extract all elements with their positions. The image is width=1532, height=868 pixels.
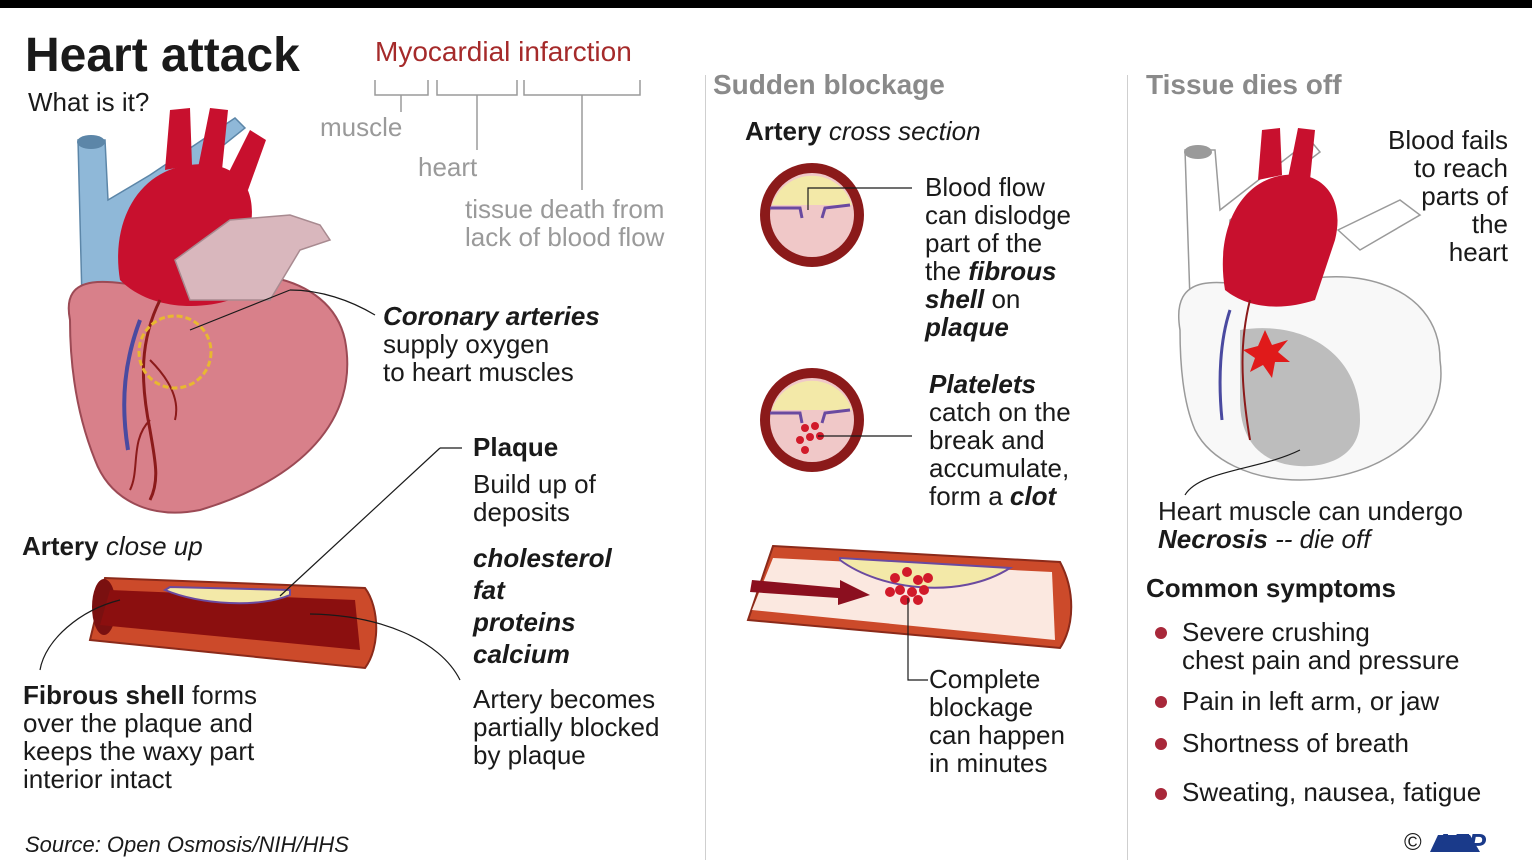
necrosis-bold: Necrosis: [1158, 524, 1268, 554]
dislodge-line5-em: shell: [925, 284, 985, 314]
divider-left: [705, 75, 706, 860]
etymology-muscle: muscle: [320, 112, 403, 142]
symptom-3: Shortness of breath: [1182, 728, 1409, 758]
etymology-heart: heart: [418, 152, 478, 182]
fibrous-rest: forms: [184, 680, 258, 710]
fibrous-line3: keeps the waxy part: [23, 736, 255, 766]
plaque-line2: deposits: [473, 497, 570, 527]
dislodge-line2: can dislodge: [925, 200, 1071, 230]
coronary-line3: to heart muscles: [383, 357, 574, 387]
complete-line4: in minutes: [929, 748, 1048, 778]
necrosis-line2: Necrosis -- die off: [1158, 525, 1370, 553]
deposit-fat: fat: [473, 575, 505, 605]
platelets-line3: break and: [929, 425, 1045, 455]
top-bar: [0, 0, 1532, 8]
platelets-line4: accumulate,: [929, 453, 1070, 483]
deposit-calcium: calcium: [473, 639, 570, 669]
cross-section-top: [760, 163, 912, 267]
artery-closeup-bold: Artery: [22, 531, 99, 561]
etymology-death-line1: tissue death from: [465, 194, 665, 224]
dislodge-line3: part of the: [925, 228, 1043, 258]
blocked-line1: Artery becomes: [473, 684, 656, 714]
fibrous-line1: Fibrous shell forms: [23, 681, 257, 709]
plaque-heading: Plaque: [473, 432, 559, 462]
symptoms-title: Common symptoms: [1146, 573, 1396, 603]
platelets-line1: Platelets: [929, 369, 1036, 399]
platelets-line2: catch on the: [929, 397, 1071, 427]
middle-title: Sudden blockage: [713, 69, 945, 100]
deposit-cholesterol: cholesterol: [473, 543, 612, 573]
blocked-line3: by plaque: [473, 740, 586, 770]
necrosis-heart-illustration: [1177, 128, 1442, 496]
copyright-symbol: ©: [1404, 829, 1422, 856]
fails-line5: heart: [1448, 237, 1508, 267]
artery-closeup-label: Artery close up: [22, 532, 203, 560]
dislodge-line4-pre: the: [925, 256, 969, 286]
complete-line3: can happen: [929, 720, 1065, 750]
necrosis-rest: -- die off: [1267, 524, 1371, 554]
blocked-artery-tube: [746, 544, 1073, 681]
coronary-line2: supply oxygen: [383, 329, 550, 359]
fails-line2: to reach: [1414, 153, 1508, 183]
deposit-proteins: proteins: [473, 607, 576, 637]
artery-closeup-tube: [39, 447, 462, 681]
necrosis-line1: Heart muscle can undergo: [1158, 496, 1463, 526]
source-credit: Source: Open Osmosis/NIH/HHS: [25, 832, 349, 857]
complete-line1: Complete: [929, 664, 1041, 694]
fails-line3: parts of: [1421, 181, 1508, 211]
symptom-bullet: [1155, 627, 1167, 639]
symptom-4: Sweating, nausea, fatigue: [1182, 777, 1482, 807]
dislodge-line4-em: fibrous: [968, 256, 1057, 286]
platelets-line5-em: clot: [1009, 481, 1057, 511]
dislodge-line1: Blood flow: [925, 172, 1045, 202]
term-heading: Myocardial infarction: [375, 36, 632, 67]
fibrous-line4: interior intact: [23, 764, 172, 794]
blocked-line2: partially blocked: [473, 712, 660, 742]
cross-section-italic: cross section: [828, 116, 981, 146]
afp-logo-text: AFP: [1433, 828, 1487, 858]
symptom-bullet: [1155, 738, 1167, 750]
complete-line2: blockage: [929, 692, 1034, 722]
coronary-line1: Coronary arteries: [383, 301, 600, 331]
dislodge-line5-post: on: [984, 284, 1021, 314]
platelets-line5: form a clot: [929, 482, 1056, 510]
dislodge-line5: shell on: [925, 285, 1020, 313]
symptom-bullet: [1155, 788, 1167, 800]
cross-section-bottom: [760, 368, 912, 472]
heart-illustration: [67, 108, 376, 514]
symptom-2: Pain in left arm, or jaw: [1182, 686, 1440, 716]
fibrous-bold: Fibrous shell: [23, 680, 185, 710]
symptom-1-line1: Severe crushing: [1182, 617, 1370, 647]
etymology-death-line2: lack of blood flow: [465, 222, 665, 252]
divider-right: [1127, 75, 1128, 860]
etymology-brackets: [374, 80, 641, 190]
cross-section-label: Artery cross section: [745, 117, 981, 145]
symptom-bullet: [1155, 696, 1167, 708]
plaque-line1: Build up of: [473, 469, 596, 499]
page-subtitle: What is it?: [28, 87, 150, 117]
fibrous-line2: over the plaque and: [23, 708, 253, 738]
fails-line1: Blood fails: [1388, 125, 1508, 155]
page-title: Heart attack: [25, 29, 300, 82]
symptom-1-line2: chest pain and pressure: [1182, 645, 1460, 675]
platelets-line5-pre: form a: [929, 481, 1010, 511]
dislodge-line6: plaque: [925, 312, 1009, 342]
afp-logo: AFP: [1430, 828, 1487, 858]
artery-closeup-italic: close up: [105, 531, 203, 561]
fails-line4: the: [1471, 209, 1508, 239]
cross-section-bold: Artery: [745, 116, 822, 146]
dislodge-line4: the fibrous: [925, 257, 1056, 285]
right-title: Tissue dies off: [1146, 69, 1342, 100]
